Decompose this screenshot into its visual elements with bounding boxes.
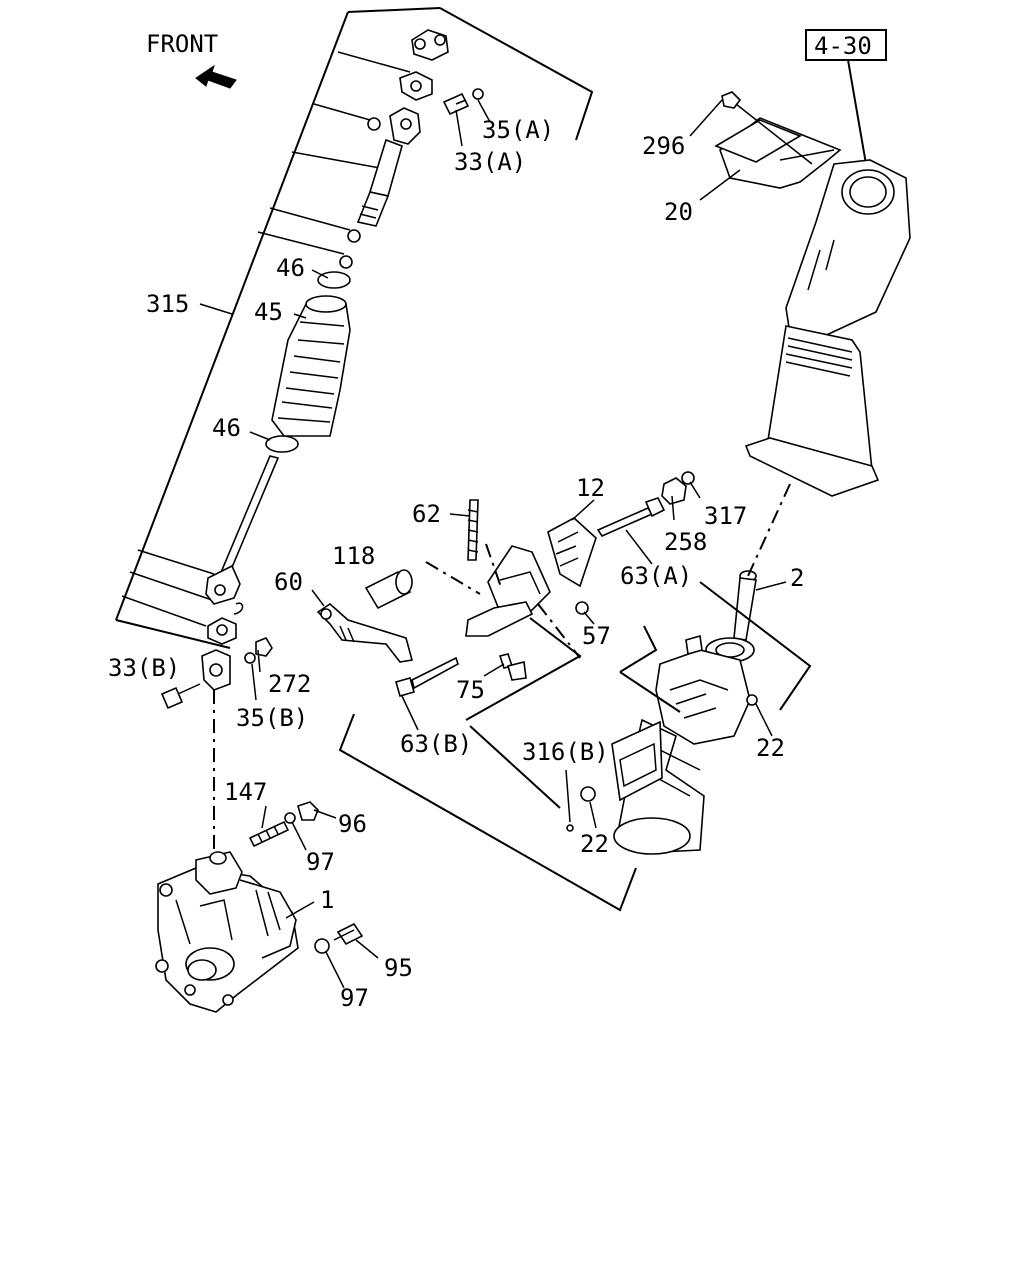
callout-272: 272 <box>268 670 311 698</box>
callout-35a: 35(A) <box>482 116 554 144</box>
spacer-118 <box>364 569 413 610</box>
clamp-46-lower <box>265 435 299 453</box>
upper-yoke-shaft <box>339 107 421 269</box>
bolt-75 <box>498 653 527 681</box>
washer-35b <box>244 652 256 664</box>
leader-lines <box>199 99 787 989</box>
callout-20: 20 <box>664 198 693 226</box>
callout-96: 96 <box>338 810 367 838</box>
callout-labels: 35(A) 33(A) 296 20 46 315 45 46 62 12 31… <box>108 116 804 1012</box>
column-cover-20 <box>714 117 842 189</box>
nut-57 <box>575 601 589 615</box>
shaft-assembly-bracket <box>115 7 594 649</box>
callout-22-bottom: 22 <box>580 830 609 858</box>
lower-yoke <box>201 649 231 691</box>
washer-317 <box>681 471 695 485</box>
stud-62 <box>467 499 479 561</box>
bolt-63a <box>596 497 666 538</box>
washer-97-top <box>284 812 296 824</box>
callout-97-bottom: 97 <box>340 984 369 1012</box>
callout-258: 258 <box>664 528 707 556</box>
callout-317: 317 <box>704 502 747 530</box>
callout-296: 296 <box>642 132 685 160</box>
callout-63b: 63(B) <box>400 730 472 758</box>
column-shaft-2 <box>705 570 757 663</box>
nut-272 <box>255 637 273 657</box>
callout-97-top: 97 <box>306 848 335 876</box>
stud-147 <box>248 820 290 848</box>
callout-60: 60 <box>274 568 303 596</box>
lower-shaft <box>205 455 280 645</box>
column-housing <box>744 159 911 497</box>
alignment-lines <box>213 483 791 852</box>
bolt-33b <box>160 683 201 710</box>
front-indicator: FRONT <box>146 30 237 89</box>
callout-316b: 316(B) <box>522 738 609 766</box>
injection-pump-1 <box>155 851 299 1013</box>
nut-22-bottom <box>580 786 596 802</box>
tilt-lever-60 <box>316 602 414 663</box>
nut-22-right <box>746 694 758 706</box>
bellows-boot-45 <box>271 295 351 437</box>
nut-96 <box>297 801 319 821</box>
callout-63a: 63(A) <box>620 562 692 590</box>
upper-universal-joint <box>399 29 449 101</box>
washer-35a <box>472 88 484 100</box>
callout-95: 95 <box>384 954 413 982</box>
callout-75: 75 <box>456 676 485 704</box>
clip-316b <box>566 824 574 832</box>
bolt-63b <box>395 656 459 697</box>
front-arrow-icon <box>195 64 237 89</box>
tilt-bracket-12 <box>465 517 597 637</box>
washer-97-bottom <box>314 938 330 954</box>
callout-1: 1 <box>320 886 334 914</box>
reference-box: 4-30 <box>805 29 887 165</box>
callout-315: 315 <box>146 290 189 318</box>
callout-46-upper: 46 <box>276 254 305 282</box>
nut-258 <box>661 477 687 505</box>
callout-12: 12 <box>576 474 605 502</box>
screw-296 <box>721 91 813 165</box>
bolt-95 <box>333 922 364 946</box>
callout-33a: 33(A) <box>454 148 526 176</box>
lower-bracket-outline <box>338 581 812 912</box>
callout-147: 147 <box>224 778 267 806</box>
callout-22-right: 22 <box>756 734 785 762</box>
callout-35b: 35(B) <box>236 704 308 732</box>
bolt-33a <box>442 92 470 116</box>
callout-57: 57 <box>582 622 611 650</box>
front-label: FRONT <box>146 30 218 58</box>
column-bracket-assembly <box>611 634 751 855</box>
callout-118: 118 <box>332 542 375 570</box>
reference-box-label: 4-30 <box>814 32 872 60</box>
callout-62: 62 <box>412 500 441 528</box>
callout-45: 45 <box>254 298 283 326</box>
callout-33b: 33(B) <box>108 654 180 682</box>
callout-2: 2 <box>790 564 804 592</box>
clamp-46-upper <box>317 271 351 289</box>
callout-46-lower: 46 <box>212 414 241 442</box>
